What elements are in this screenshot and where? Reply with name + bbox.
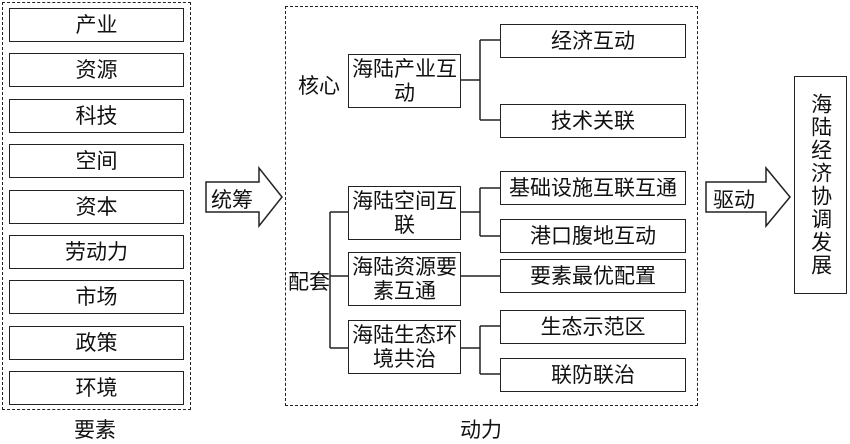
support-sub-port-hinterland: 港口腹地互动 [500,219,686,253]
factor-item: 资本 [9,189,184,224]
factors-panel [2,2,191,410]
core-label: 核心 [298,74,340,98]
factor-item: 科技 [9,98,184,133]
factor-item: 劳动力 [9,235,184,269]
support-sub-infrastructure: 基础设施互联互通 [500,171,686,205]
factor-item: 市场 [9,280,184,315]
factor-item: 政策 [9,325,184,360]
factors-caption: 要素 [74,418,116,442]
factor-item: 环境 [9,371,184,406]
goal-node: 海陆经济协调发展 [794,76,847,294]
support-sub-joint-governance: 联防联治 [500,358,686,392]
core-sub-technology: 技术关联 [500,104,686,138]
factor-item: 资源 [9,53,184,88]
dynamics-panel [285,6,698,406]
core-sub-economic: 经济互动 [500,24,686,58]
factor-item: 空间 [9,144,184,179]
support-node-resources: 海陆资源要素互通 [348,252,461,306]
support-node-ecology: 海陆生态环境共治 [348,320,461,374]
factor-item: 产业 [9,8,184,42]
support-sub-demo-zone: 生态示范区 [500,310,686,344]
support-node-spatial: 海陆空间互联 [348,186,461,240]
coordinate-arrow [205,165,283,229]
drive-label: 驱动 [713,188,755,212]
dynamics-caption: 动力 [460,418,502,442]
drive-arrow [705,165,791,229]
support-sub-allocation: 要素最优配置 [500,259,686,293]
support-label: 配套 [288,270,330,294]
coordinate-label: 统筹 [211,188,253,212]
core-node: 海陆产业互动 [348,54,461,108]
